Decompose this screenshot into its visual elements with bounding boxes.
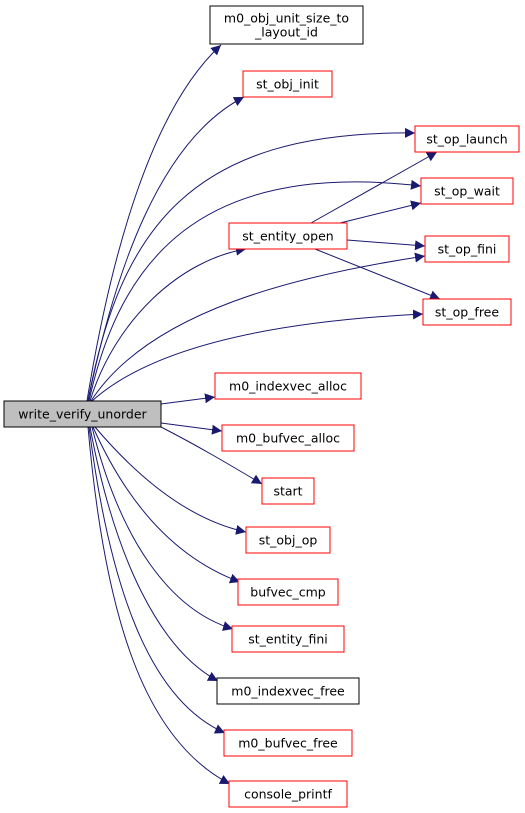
node-box	[228, 222, 348, 250]
edge-write_verify_unorder-to-st_obj_init	[87, 96, 245, 402]
node-st_obj_init[interactable]: st_obj_init	[242, 70, 333, 98]
node-label: st_op_free	[435, 305, 499, 320]
node-label: write_verify_unorder	[18, 407, 147, 422]
node-label: m0_obj_unit_size_to	[224, 11, 349, 26]
node-box	[420, 177, 514, 205]
node-box	[223, 729, 353, 757]
node-m0_obj_unit_size_to_layout_id[interactable]: m0_obj_unit_size_to_layout_id	[209, 5, 364, 45]
edge-write_verify_unorder-to-m0_indexvec_free	[89, 426, 219, 682]
node-box	[237, 578, 339, 606]
node-m0_bufvec_free[interactable]: m0_bufvec_free	[223, 729, 353, 757]
node-st_op_free[interactable]: st_op_free	[422, 298, 512, 326]
edge-write_verify_unorder-to-st_entity_open	[89, 245, 247, 402]
node-write_verify_unorder[interactable]: write_verify_unorder	[3, 400, 162, 428]
node-st_op_launch[interactable]: st_op_launch	[414, 125, 520, 153]
node-box	[245, 526, 331, 554]
node-st_obj_op[interactable]: st_obj_op	[245, 526, 331, 554]
edge-write_verify_unorder-to-bufvec_cmp	[92, 426, 241, 584]
node-st_op_fini[interactable]: st_op_fini	[424, 235, 510, 263]
edge-write_verify_unorder-to-st_entity_fini	[91, 426, 234, 631]
edge-st_entity_open-to-st_op_fini	[346, 239, 426, 251]
node-box	[242, 70, 333, 98]
edge-write_verify_unorder-to-st_op_free	[91, 309, 424, 402]
node-m0_indexvec_alloc[interactable]: m0_indexvec_alloc	[214, 372, 362, 400]
node-box	[422, 298, 512, 326]
node-st_op_wait[interactable]: st_op_wait	[420, 177, 514, 205]
edge-write_verify_unorder-to-st_op_wait	[88, 179, 422, 402]
edge-st_entity_open-to-st_op_launch	[310, 151, 438, 224]
edge-write_verify_unorder-to-st_op_launch	[87, 127, 416, 402]
edge-st_entity_open-to-st_op_free	[314, 248, 441, 300]
node-label: start	[273, 484, 302, 499]
edge-st_entity_open-to-st_op_wait	[339, 200, 422, 224]
node-label: st_op_launch	[426, 132, 507, 147]
edges-layer	[86, 44, 441, 785]
node-box	[214, 372, 362, 400]
node-label: console_printf	[244, 787, 332, 802]
node-start[interactable]: start	[261, 477, 315, 505]
node-label: m0_indexvec_alloc	[229, 379, 347, 394]
node-console_printf[interactable]: console_printf	[228, 780, 348, 808]
node-box	[231, 625, 345, 653]
node-st_entity_open[interactable]: st_entity_open	[228, 222, 348, 250]
node-box	[261, 477, 315, 505]
edge-write_verify_unorder-to-console_printf	[87, 426, 231, 785]
node-label: _layout_id	[254, 25, 318, 40]
node-box	[414, 125, 520, 153]
edge-write_verify_unorder-to-start	[160, 426, 263, 485]
edge-write_verify_unorder-to-m0_obj_unit_size_to_layout_id	[86, 44, 222, 402]
node-label: st_entity_open	[242, 229, 333, 244]
node-box	[216, 677, 360, 705]
edge-write_verify_unorder-to-m0_bufvec_free	[88, 426, 226, 734]
node-label: st_obj_op	[259, 533, 318, 548]
node-box	[424, 235, 510, 263]
node-label: m0_bufvec_alloc	[236, 431, 340, 446]
node-label: bufvec_cmp	[250, 585, 326, 600]
node-m0_indexvec_free[interactable]: m0_indexvec_free	[216, 677, 360, 705]
node-box	[221, 424, 355, 452]
node-label: st_op_fini	[438, 242, 497, 257]
node-st_entity_fini[interactable]: st_entity_fini	[231, 625, 345, 653]
edge-write_verify_unorder-to-st_op_fini	[90, 252, 426, 402]
edge-write_verify_unorder-to-st_obj_op	[94, 426, 247, 535]
node-label: st_entity_fini	[248, 632, 327, 647]
node-box	[228, 780, 348, 808]
node-bufvec_cmp[interactable]: bufvec_cmp	[237, 578, 339, 606]
node-label: st_op_wait	[434, 184, 500, 199]
node-m0_bufvec_alloc[interactable]: m0_bufvec_alloc	[221, 424, 355, 452]
node-label: m0_bufvec_free	[238, 736, 338, 751]
nodes-layer: write_verify_unorder m0_obj_unit_size_to_…	[3, 5, 520, 808]
node-label: m0_indexvec_free	[231, 684, 345, 699]
edge-write_verify_unorder-to-m0_bufvec_alloc	[160, 422, 223, 435]
node-label: st_obj_init	[256, 77, 319, 92]
edge-write_verify_unorder-to-m0_indexvec_alloc	[160, 393, 216, 405]
node-box	[3, 400, 162, 428]
node-box	[209, 5, 364, 45]
